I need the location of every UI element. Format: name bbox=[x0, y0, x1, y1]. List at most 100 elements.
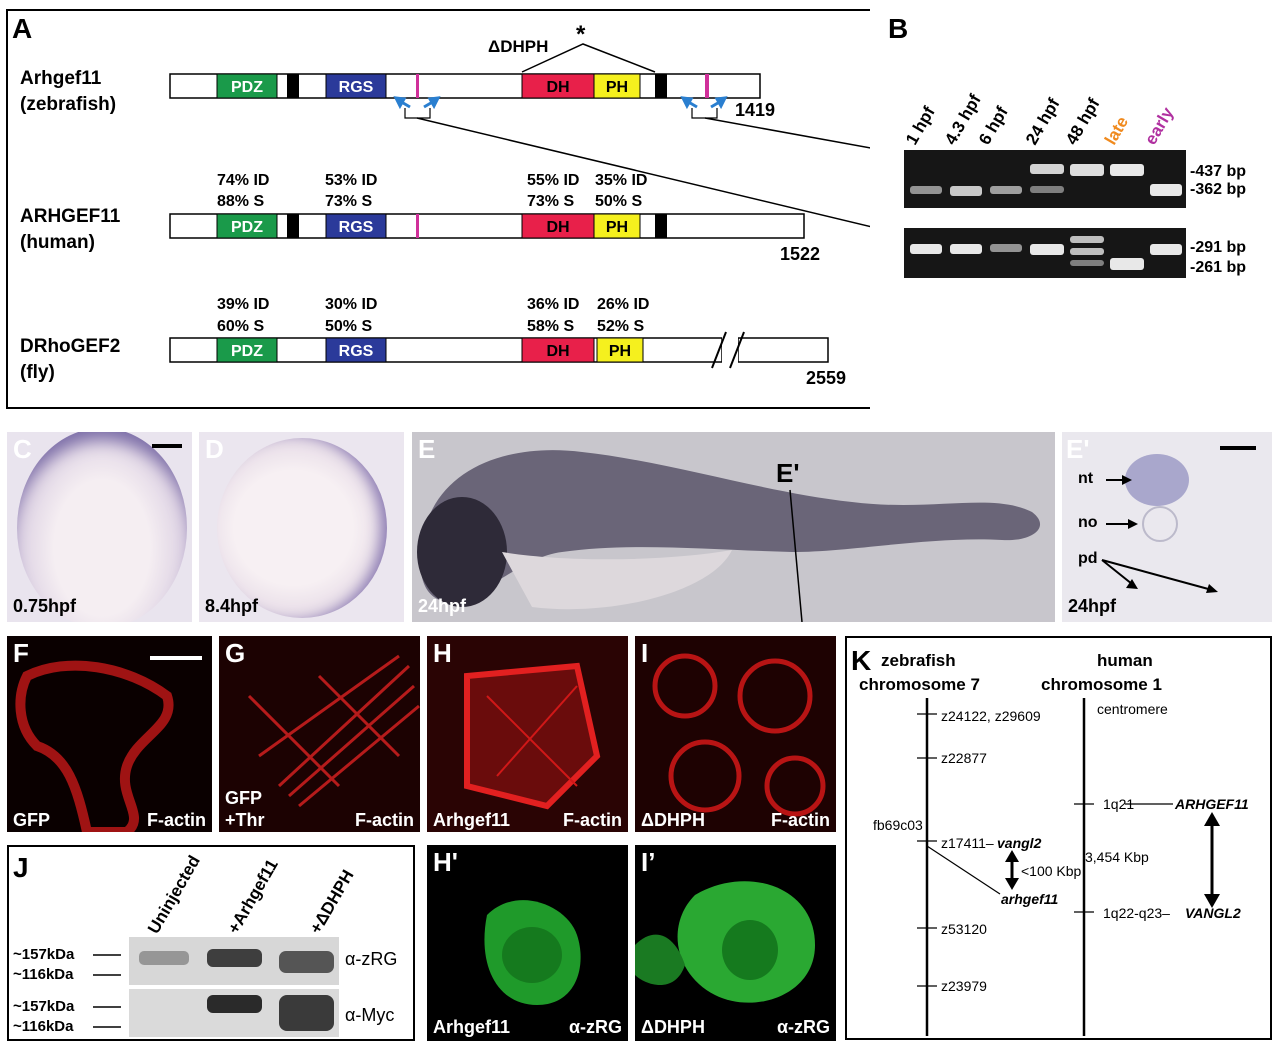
svg-text:88% S: 88% S bbox=[217, 193, 264, 210]
svg-text:+ΔDHPH: +ΔDHPH bbox=[306, 867, 358, 937]
svg-text:RGS: RGS bbox=[339, 219, 374, 236]
panel-i-prime: I’ ΔDHPH α-zRG bbox=[635, 845, 836, 1041]
svg-text:PH: PH bbox=[609, 343, 631, 360]
svg-text:RGS: RGS bbox=[339, 79, 374, 96]
svg-text:α-Myc: α-Myc bbox=[345, 1005, 394, 1025]
pdz-domain bbox=[216, 213, 278, 239]
svg-text:PH: PH bbox=[606, 79, 628, 96]
panel-e-prime: E' nt no pd 24hpf bbox=[1062, 432, 1272, 622]
arrow-to-gel bbox=[416, 117, 870, 228]
panel-ab-frame bbox=[6, 9, 870, 409]
section-line bbox=[789, 489, 803, 622]
svg-text:Uninjected: Uninjected bbox=[144, 852, 204, 937]
svg-text:zebrafish: zebrafish bbox=[881, 651, 956, 670]
yolk bbox=[502, 550, 732, 610]
panel-c: C 0.75hpf bbox=[7, 432, 192, 622]
gel-top bbox=[904, 150, 1186, 208]
svg-text:vangl2: vangl2 bbox=[997, 835, 1042, 851]
svg-text:6 hpf: 6 hpf bbox=[975, 103, 1012, 148]
svg-text:-261 bp: -261 bp bbox=[1190, 259, 1246, 276]
panel-a: A Arhgef11 (zebrafish) PDZ RGS DH PH 141… bbox=[6, 9, 870, 409]
zebrafish-length: 1419 bbox=[735, 100, 775, 120]
primer-arrows bbox=[393, 96, 728, 110]
panel-h: H Arhgef11 F-actin bbox=[427, 636, 628, 832]
svg-text:fb69c03: fb69c03 bbox=[873, 817, 923, 833]
svg-text:3,454 Kbp: 3,454 Kbp bbox=[1085, 849, 1149, 865]
svg-text:z23979: z23979 bbox=[941, 978, 987, 994]
svg-text:z24122, z29609: z24122, z29609 bbox=[941, 708, 1041, 724]
black-motif bbox=[287, 214, 299, 238]
svg-text:48 hpf: 48 hpf bbox=[1062, 95, 1104, 148]
panel-b-label: B bbox=[888, 13, 908, 44]
black-motif bbox=[287, 74, 299, 98]
gel-bottom-bands bbox=[910, 236, 1182, 270]
ph-domain bbox=[593, 73, 641, 99]
dh-domain bbox=[521, 337, 595, 363]
svg-text:~157kDa: ~157kDa bbox=[13, 998, 75, 1015]
section-label: E' bbox=[776, 458, 800, 488]
neural-tube bbox=[1125, 454, 1189, 506]
rgs-domain bbox=[325, 337, 387, 363]
primer-bracket bbox=[404, 108, 431, 119]
svg-text:PH: PH bbox=[606, 219, 628, 236]
svg-text:VANGL2: VANGL2 bbox=[1185, 905, 1241, 921]
svg-text:PDZ: PDZ bbox=[231, 79, 263, 96]
embryo-image bbox=[17, 432, 187, 622]
svg-text:late: late bbox=[1101, 113, 1132, 148]
svg-text:50% S: 50% S bbox=[325, 318, 372, 335]
svg-text:73% S: 73% S bbox=[527, 193, 574, 210]
gel-top-bands bbox=[910, 164, 1182, 196]
deletion-label: ΔDHPH bbox=[488, 37, 548, 56]
svg-text:26% ID: 26% ID bbox=[597, 296, 649, 313]
svg-text:55% ID: 55% ID bbox=[527, 172, 579, 189]
panel-g: G GFP +Thr F-actin bbox=[219, 636, 420, 832]
human-species: (human) bbox=[20, 232, 95, 253]
svg-text:58% S: 58% S bbox=[527, 318, 574, 335]
embryo-image bbox=[217, 438, 387, 618]
pink-motif bbox=[416, 214, 419, 238]
break-mark bbox=[711, 331, 727, 369]
svg-text:30% ID: 30% ID bbox=[325, 296, 377, 313]
svg-text:arhgef11: arhgef11 bbox=[1001, 891, 1059, 907]
fly-name: DRhoGEF2 bbox=[20, 336, 120, 357]
ph-domain bbox=[596, 337, 644, 363]
gel-lane-labels: 1 hpf 4.3 hpf 6 hpf 24 hpf 48 hpf late e… bbox=[902, 91, 1178, 148]
svg-text:ARHGEF11: ARHGEF11 bbox=[1174, 796, 1249, 812]
break-mark bbox=[729, 331, 745, 369]
rgs-domain bbox=[325, 73, 387, 99]
svg-text:73% S: 73% S bbox=[325, 193, 372, 210]
svg-text:39% ID: 39% ID bbox=[217, 296, 269, 313]
svg-text:PDZ: PDZ bbox=[231, 343, 263, 360]
panel-f: F GFP F-actin bbox=[7, 636, 212, 832]
arrow-to-gel bbox=[704, 117, 870, 149]
black-motif bbox=[655, 74, 667, 98]
svg-text:chromosome 7: chromosome 7 bbox=[859, 675, 980, 694]
svg-text:z53120: z53120 bbox=[941, 921, 987, 937]
svg-text:<100 Kbp: <100 Kbp bbox=[1021, 863, 1082, 879]
svg-text:74% ID: 74% ID bbox=[217, 172, 269, 189]
svg-text:centromere: centromere bbox=[1097, 701, 1168, 717]
svg-text:36% ID: 36% ID bbox=[527, 296, 579, 313]
svg-text:24 hpf: 24 hpf bbox=[1022, 95, 1064, 148]
panel-h-prime: H' Arhgef11 α-zRG bbox=[427, 845, 628, 1041]
svg-text:RGS: RGS bbox=[339, 343, 374, 360]
svg-text:50% S: 50% S bbox=[595, 193, 642, 210]
svg-text:DH: DH bbox=[546, 343, 569, 360]
panel-i: I ΔDHPH F-actin bbox=[635, 636, 836, 832]
svg-text:human: human bbox=[1097, 651, 1153, 670]
primer-bracket bbox=[691, 108, 718, 119]
svg-text:1q21: 1q21 bbox=[1103, 796, 1134, 812]
svg-text:PDZ: PDZ bbox=[231, 219, 263, 236]
svg-text:1 hpf: 1 hpf bbox=[902, 103, 939, 148]
fly-species: (fly) bbox=[20, 362, 55, 383]
svg-text:z17411–: z17411– bbox=[941, 835, 994, 851]
panel-d: D 8.4hpf bbox=[199, 432, 404, 622]
svg-text:early: early bbox=[1141, 104, 1178, 148]
deletion-bracket bbox=[521, 43, 656, 73]
svg-text:35% ID: 35% ID bbox=[595, 172, 647, 189]
black-motif bbox=[655, 214, 667, 238]
panel-k: K zebrafish chromosome 7 human chromosom… bbox=[845, 636, 1272, 1040]
rgs-domain bbox=[325, 213, 387, 239]
svg-text:~157kDa: ~157kDa bbox=[13, 946, 75, 963]
